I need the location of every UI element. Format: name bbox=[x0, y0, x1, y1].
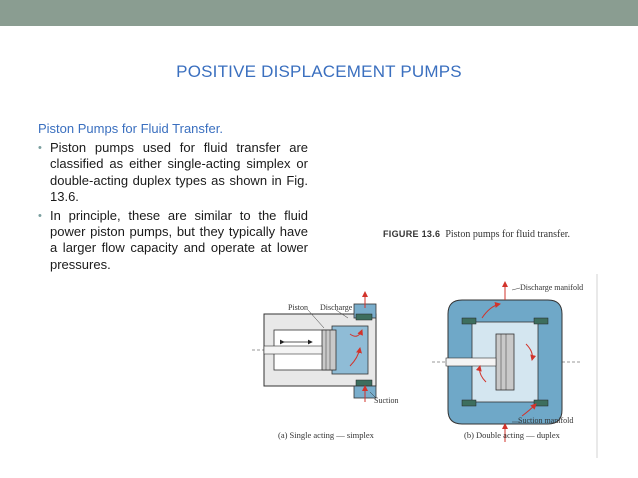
slide-subheading: Piston Pumps for Fluid Transfer. bbox=[38, 121, 223, 136]
piston-label: Piston bbox=[288, 303, 308, 312]
bullet-text: Piston pumps used for fluid transfer are… bbox=[50, 140, 308, 205]
top-accent-bar bbox=[0, 0, 638, 26]
bullet-marker: • bbox=[38, 209, 42, 222]
suction-manifold-label: Suction manifold bbox=[518, 416, 573, 425]
duplex-pump-drawing: Discharge manifold Suction manifold bbox=[432, 281, 583, 442]
bullet-text: In principle, these are similar to the f… bbox=[50, 207, 308, 272]
simplex-pump-drawing: Piston Discharge Suction bbox=[252, 291, 398, 405]
pump-figure: Piston Discharge Suction bbox=[250, 274, 598, 458]
discharge-manifold-label: Discharge manifold bbox=[520, 283, 583, 292]
figure-number: FIGURE 13.6 bbox=[383, 229, 441, 239]
suction-label: Suction bbox=[374, 396, 398, 405]
bullet-item: • Piston pumps used for fluid transfer a… bbox=[38, 140, 308, 206]
subcaption-simplex: (a) Single acting — simplex bbox=[278, 430, 375, 440]
bullet-list: • Piston pumps used for fluid transfer a… bbox=[38, 140, 308, 275]
figure-caption: FIGURE 13.6 Piston pumps for fluid trans… bbox=[383, 228, 583, 241]
slide-title: POSITIVE DISPLACEMENT PUMPS bbox=[176, 62, 462, 81]
figure-caption-text: Piston pumps for fluid transfer. bbox=[445, 229, 571, 240]
discharge-label: Discharge bbox=[320, 303, 353, 312]
bullet-marker: • bbox=[38, 142, 42, 154]
subcaption-duplex: (b) Double acting — duplex bbox=[464, 430, 561, 440]
pump-diagram: Piston Discharge Suction bbox=[252, 281, 583, 442]
bullet-item: • In principle, these are similar to the… bbox=[38, 208, 308, 274]
